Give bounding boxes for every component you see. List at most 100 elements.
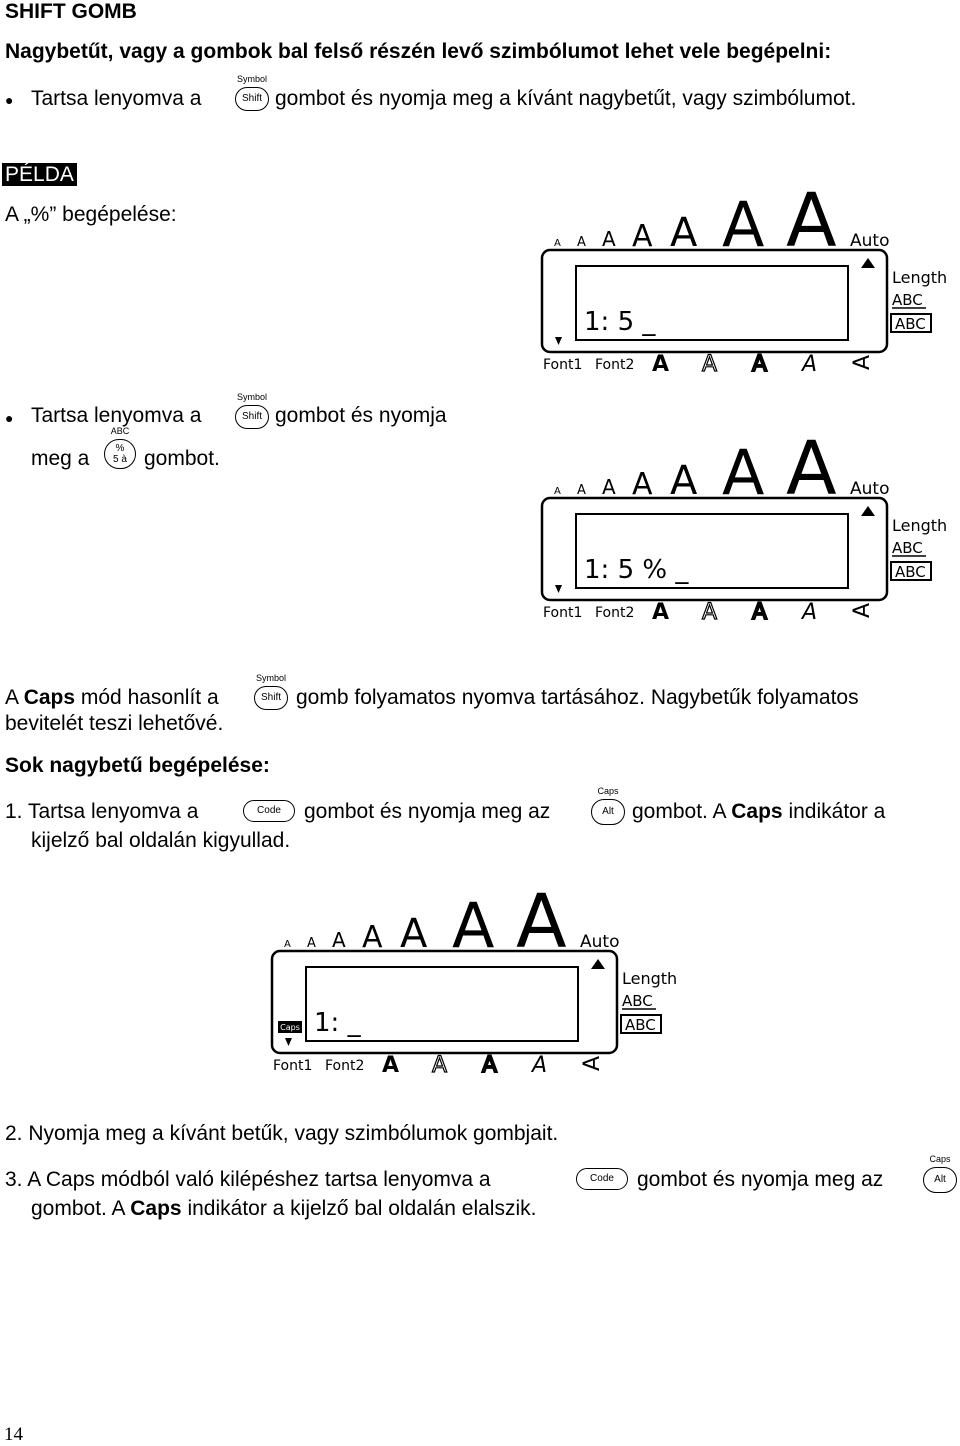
bullet-dot: ● <box>5 92 14 108</box>
caps-para-line2: bevitelét teszi lehetővé. <box>5 712 224 735</box>
style-letter: A <box>800 600 817 624</box>
bullet-dot: ● <box>5 410 14 426</box>
style-letter: A <box>530 1053 547 1078</box>
style-letter: A <box>752 352 767 376</box>
lcd-screen-text: 1: 5 % _ <box>584 555 689 585</box>
abc-underlined: ABC <box>892 291 923 309</box>
bullet1-post: gombot és nyomja meg a kívánt nagybetűt,… <box>275 87 857 110</box>
abc-boxed-frame <box>620 1014 662 1034</box>
style-letter: A <box>652 352 669 376</box>
length-label: Length <box>622 969 677 988</box>
alt-key-icon: Caps Alt <box>922 1154 958 1195</box>
size-letter: A <box>602 475 616 499</box>
step1-line2: kijelző bal oldalán kigyullad. <box>31 829 291 852</box>
style-letter: A <box>702 352 717 376</box>
abc-boxed: ABC <box>895 315 926 333</box>
alt-key-icon: Caps Alt <box>590 786 626 827</box>
lcd-frame <box>540 248 889 354</box>
caps-para-line1b: gomb folyamatos nyomva tartásához. Nagyb… <box>296 686 859 709</box>
size-letter: A <box>632 467 653 502</box>
step1-mid: gombot és nyomja meg az <box>304 800 551 823</box>
auto-label: Auto <box>580 932 619 952</box>
abc-boxed-frame <box>890 561 932 581</box>
abc-underlined: ABC <box>892 539 923 557</box>
abc-underlined: ABC <box>622 992 653 1010</box>
size-letter: A <box>554 486 561 497</box>
style-letter: A <box>800 352 817 376</box>
bullet2-line2-pre: meg a <box>31 447 90 470</box>
caps-indicator-label: Caps <box>280 1023 300 1032</box>
lcd-frame <box>270 949 619 1055</box>
style-letter: A <box>702 600 717 624</box>
size-letter: A <box>362 920 383 955</box>
abc-boxed: ABC <box>625 1016 656 1034</box>
step1-post: gombot. A Caps indikátor a <box>632 800 886 823</box>
auto-label: Auto <box>850 479 889 499</box>
triangle-down-icon <box>555 585 562 593</box>
page-number: 14 <box>4 1424 23 1445</box>
size-letter: A <box>332 928 346 952</box>
bullet2-line1-pre: Tartsa lenyomva a <box>31 404 202 427</box>
bullet1-pre: Tartsa lenyomva a <box>31 87 202 110</box>
size-letter: A <box>284 939 291 950</box>
abc-boxed: ABC <box>895 563 926 581</box>
step3-mid: gombot és nyomja meg az <box>637 1168 884 1191</box>
style-letter: A <box>382 1053 399 1078</box>
triangle-up-icon <box>861 258 875 268</box>
size-letter: A <box>577 235 586 250</box>
page-heading: SHIFT GOMB <box>5 0 137 23</box>
size-letter: A <box>602 227 616 251</box>
style-letter: A <box>482 1053 497 1078</box>
caps-indicator <box>278 1021 302 1033</box>
sub-heading: Sok nagybetű begépelése: <box>5 754 270 777</box>
step3-line2: gombot. A Caps indikátor a kijelző bal o… <box>31 1197 537 1220</box>
length-label: Length <box>892 516 947 535</box>
lcd-screen <box>305 966 579 1042</box>
shift-key-icon: Symbol Shift <box>253 673 289 712</box>
triangle-up-icon <box>861 506 875 516</box>
triangle-up-icon <box>591 959 605 969</box>
lcd-screen-text: 1: _ <box>314 1008 362 1038</box>
step2-text: 2. Nyomja meg a kívánt betűk, vagy szimb… <box>5 1122 559 1145</box>
example-label: PÉLDA <box>2 163 77 187</box>
length-label: Length <box>892 268 947 287</box>
size-letter: A <box>307 936 316 951</box>
code-key-icon: Code <box>576 1168 628 1192</box>
lcd-frame <box>540 496 889 602</box>
font1-label: Font1 <box>273 1058 312 1074</box>
style-letter: A <box>432 1053 447 1078</box>
size-letter: A <box>554 238 561 249</box>
intro-text: Nagybetűt, vagy a gombok bal felső részé… <box>5 40 832 63</box>
bullet2-line2-post: gombot. <box>144 447 220 470</box>
example-title: A „%” begépelése: <box>5 203 177 226</box>
size-letter: A <box>670 458 698 504</box>
font2-label: Font2 <box>595 605 634 621</box>
bullet2-line1-post: gombot és nyomja <box>275 404 447 427</box>
abc-boxed-frame <box>890 313 932 333</box>
size-letter: A <box>577 483 586 498</box>
style-letter: A <box>850 603 875 618</box>
step3-pre: 3. A Caps módból való kilépéshez tartsa … <box>5 1168 491 1191</box>
size-letter: A <box>632 219 653 254</box>
style-letter: A <box>850 355 875 370</box>
font1-label: Font1 <box>543 357 582 373</box>
font2-label: Font2 <box>325 1058 364 1074</box>
auto-label: Auto <box>850 231 889 251</box>
step1-pre: 1. Tartsa lenyomva a <box>5 800 199 823</box>
shift-key-icon: Symbol Shift <box>234 392 270 431</box>
triangle-down-icon <box>285 1038 292 1046</box>
lcd-screen <box>575 513 849 589</box>
lcd-screen <box>575 265 849 341</box>
size-letter: A <box>400 911 428 957</box>
style-letter: A <box>752 600 767 624</box>
percent-key-icon: ABC %5 à <box>103 426 137 471</box>
triangle-down-icon <box>555 337 562 345</box>
code-key-icon: Code <box>243 800 295 824</box>
style-letter: A <box>580 1056 605 1071</box>
caps-para-line1a: A Caps mód hasonlít a <box>5 686 219 709</box>
